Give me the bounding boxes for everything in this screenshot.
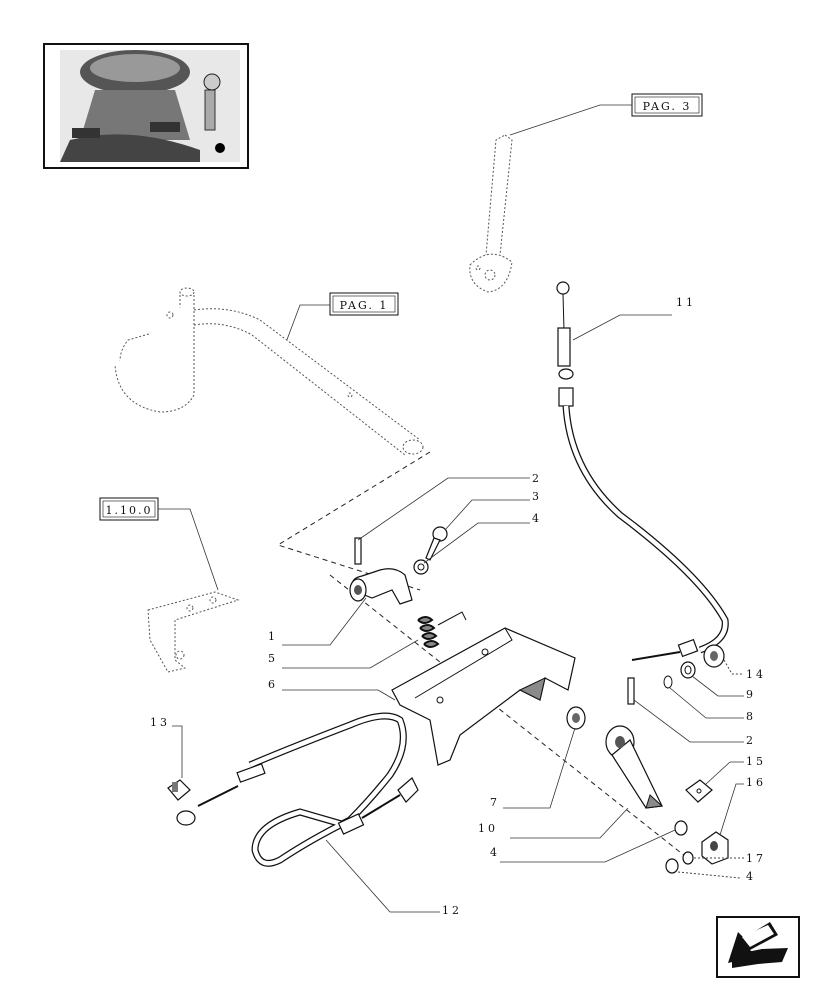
part-1-lever bbox=[349, 568, 413, 605]
callout-4-mid: 4 bbox=[490, 846, 500, 859]
part-14-washer bbox=[703, 644, 725, 668]
part-9-washer bbox=[680, 661, 696, 679]
callout-13: 13 bbox=[150, 716, 170, 729]
part-8-clip bbox=[663, 675, 673, 689]
callout-4: 4 bbox=[532, 512, 542, 525]
callout-10: 10 bbox=[478, 822, 498, 835]
callout-12: 12 bbox=[442, 904, 462, 917]
callout-7: 7 bbox=[490, 796, 500, 809]
back-arrow-button[interactable] bbox=[716, 916, 800, 978]
reference-pag3-label: PAG. 3 bbox=[643, 100, 692, 113]
part-2-pin bbox=[354, 537, 362, 565]
callout-11: 11 bbox=[676, 296, 696, 309]
callout-15: 15 bbox=[746, 755, 766, 768]
cable-12 bbox=[176, 712, 419, 867]
part-7-bushing bbox=[566, 706, 586, 730]
callout-14: 14 bbox=[746, 668, 766, 681]
reference-pag3[interactable]: PAG. 3 bbox=[631, 93, 703, 117]
part-4-nut bbox=[413, 559, 429, 575]
cable-11 bbox=[556, 281, 729, 661]
reference-group-1-10-0[interactable]: 1.10.0 bbox=[99, 497, 159, 521]
reference-group-label: 1.10.0 bbox=[106, 504, 153, 517]
callout-5: 5 bbox=[268, 652, 278, 665]
reference-pag1[interactable]: PAG. 1 bbox=[329, 292, 399, 316]
part-5-spring bbox=[417, 611, 467, 648]
callout-16: 16 bbox=[746, 776, 766, 789]
callout-6: 6 bbox=[268, 678, 278, 691]
callout-9: 9 bbox=[746, 688, 756, 701]
pag3-linkage-ghost bbox=[469, 134, 513, 293]
location-marker bbox=[215, 143, 225, 153]
callout-3: 3 bbox=[532, 490, 542, 503]
part-16-block bbox=[701, 831, 729, 865]
location-thumbnail bbox=[43, 43, 249, 169]
part-4-nut-lower bbox=[674, 820, 688, 836]
callout-4-bottom: 4 bbox=[746, 870, 756, 883]
bracket-ghost bbox=[147, 591, 240, 673]
reference-pag1-label: PAG. 1 bbox=[340, 299, 389, 312]
part-3-bolt bbox=[425, 526, 448, 561]
callout-1: 1 bbox=[268, 630, 278, 643]
part-15-plate bbox=[685, 779, 713, 803]
callout-2: 2 bbox=[532, 472, 542, 485]
pag1-tube-ghost bbox=[114, 287, 424, 456]
part-17-washer bbox=[682, 851, 694, 865]
part-13-clip bbox=[167, 779, 191, 801]
part-4-nut-bottom bbox=[665, 858, 679, 874]
callout-2-right: 2 bbox=[746, 734, 756, 747]
callout-17: 17 bbox=[746, 852, 766, 865]
part-10-arm bbox=[605, 725, 664, 809]
callout-8: 8 bbox=[746, 710, 756, 723]
part-6-bracket bbox=[391, 627, 576, 766]
part-2-pin-right bbox=[627, 677, 635, 705]
back-arrow-icon bbox=[728, 922, 788, 968]
